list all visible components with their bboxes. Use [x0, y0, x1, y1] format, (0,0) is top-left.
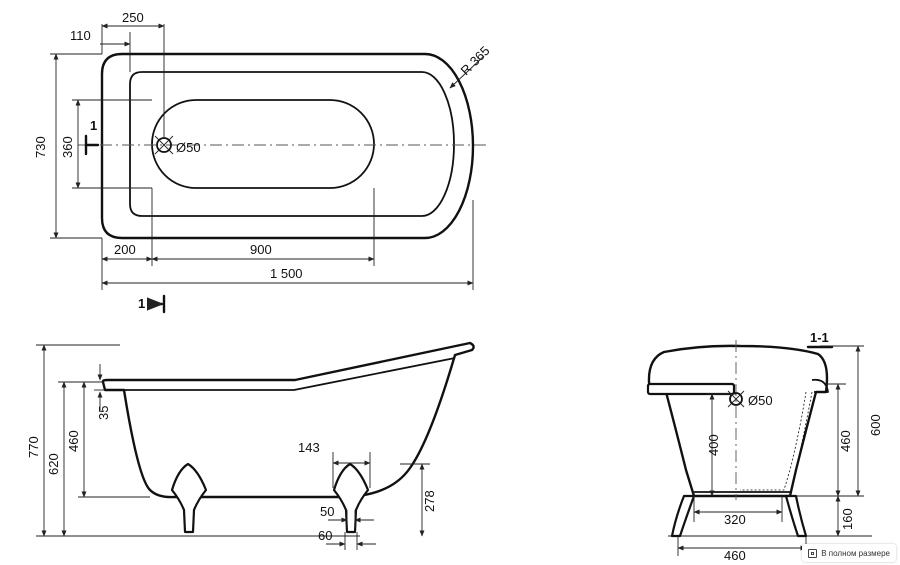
section-drain-circle [729, 392, 743, 406]
side-dim-50: 50 [320, 504, 334, 519]
side-dim-143: 143 [298, 440, 320, 455]
expand-icon [808, 548, 818, 558]
section-dim-600: 600 [868, 414, 883, 436]
section-shell-hatch [740, 391, 807, 491]
side-rim-line [105, 357, 456, 391]
side-dim-60: 60 [318, 528, 332, 543]
side-tub-body [101, 341, 475, 499]
plan-dim-360: 360 [60, 136, 75, 158]
fullsize-label: В полном размере [821, 548, 890, 558]
plan-section-mark-1: 1 [90, 118, 97, 133]
side-dim-770: 770 [26, 436, 41, 458]
section-dim-460-horizontal: 460 [724, 548, 746, 563]
plan-dim-900: 900 [250, 242, 272, 257]
section-dim-160: 160 [840, 508, 855, 530]
section-dim-460-vertical: 460 [838, 430, 853, 452]
section-dim-drain: Ø50 [748, 393, 773, 408]
plan-dim-1500: 1 500 [270, 266, 303, 281]
side-dim-460: 460 [66, 430, 81, 452]
side-dim-35: 35 [96, 406, 111, 420]
plan-basin [151, 99, 375, 189]
side-dim-620: 620 [46, 453, 61, 475]
plan-view: 110 250 R 365 730 360 1 Ø50 200 900 1 50… [33, 10, 493, 314]
section-rim-panel [646, 382, 736, 396]
plan-dim-radius: R 365 [458, 43, 493, 78]
plan-dim-drain: Ø50 [176, 140, 201, 155]
section-view: 1-1 Ø50 400 460 600 [646, 330, 883, 563]
side-view: 770 620 460 35 143 278 50 60 [26, 341, 475, 550]
section-leg-right [784, 494, 808, 538]
fullsize-button[interactable]: В полном размере [802, 544, 896, 562]
plan-inner-rim [129, 71, 455, 217]
plan-section-mark-2: 1 [138, 296, 145, 311]
section-leg-left [670, 494, 696, 538]
section-title: 1-1 [810, 330, 829, 345]
side-foot-right [332, 462, 370, 534]
side-foot-left [170, 462, 208, 534]
plan-radius-leader [449, 55, 485, 89]
section-dim-400: 400 [706, 434, 721, 456]
plan-dim-110: 110 [70, 28, 91, 43]
plan-dim-200: 200 [114, 242, 136, 257]
side-dim-278: 278 [422, 490, 437, 512]
section-tub-outer [647, 344, 829, 498]
section-dim-320: 320 [724, 512, 746, 527]
plan-outer-rim [100, 52, 475, 240]
plan-dim-730: 730 [33, 136, 48, 158]
plan-dim-250: 250 [122, 10, 144, 25]
